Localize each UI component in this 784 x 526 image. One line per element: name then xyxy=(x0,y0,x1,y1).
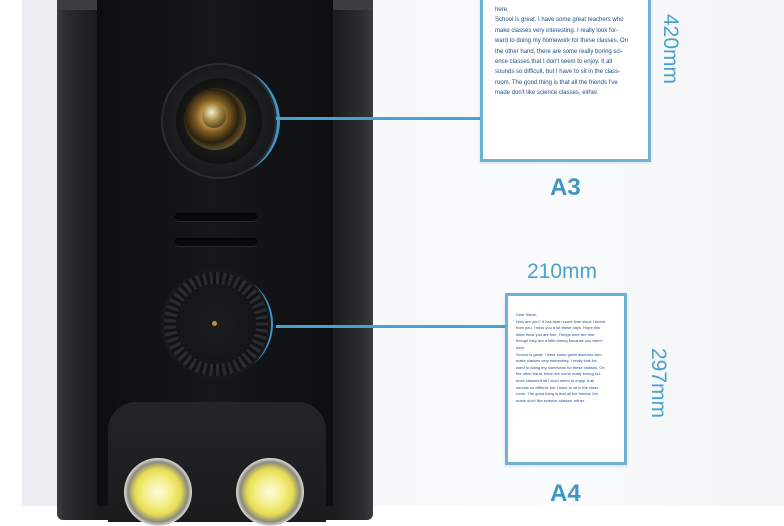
a4-text-line: make classes very interesting. I really … xyxy=(516,358,599,364)
a3-text-line: made don't like science classes, either. xyxy=(495,90,599,97)
a3-text-line: make classes very interesting. I really … xyxy=(495,27,619,34)
a3-text-line: here. xyxy=(495,7,509,13)
a3-paper: here. School is great. I have some great … xyxy=(480,0,651,162)
a3-paper-text: here. School is great. I have some great … xyxy=(495,5,636,99)
a4-text-line: How are you? It has been some time since… xyxy=(516,318,606,324)
a4-text-line: here. xyxy=(516,344,526,350)
a3-label: A3 xyxy=(550,174,581,201)
camera-lens-pupil xyxy=(202,104,226,128)
a4-width-label: 210mm xyxy=(527,260,598,283)
a4-text-line: letter finds you are fine. Things here a… xyxy=(516,331,596,337)
a4-text-line: sounds so difficult, but I have to sit i… xyxy=(516,384,600,390)
a4-text-line: ward to doing my homework for these clas… xyxy=(516,364,605,370)
connector-line-a3 xyxy=(276,117,482,120)
a4-height-label: 297mm xyxy=(647,348,670,419)
speaker-slot xyxy=(175,238,257,246)
a3-text-line: room. The good thing is that all the fri… xyxy=(495,79,618,86)
a3-text-line: School is great. I have some great teach… xyxy=(495,17,624,24)
a4-text-line: Dear Steve, xyxy=(516,312,538,317)
a4-paper: Dear Steve,How are you? It has been some… xyxy=(505,293,627,465)
a4-text-line: from you. I miss you a lot these days. H… xyxy=(516,325,601,331)
a4-text-line: made don't like science classes, either. xyxy=(516,397,586,403)
a4-label: A4 xyxy=(550,480,581,507)
led-light-right xyxy=(236,458,304,526)
a4-text-line: room. The good thing is that all the fri… xyxy=(516,391,598,397)
a3-text-line: ward to doing my homework for these clas… xyxy=(495,38,629,45)
a4-paper-text: Dear Steve,How are you? It has been some… xyxy=(516,312,616,404)
speaker-slot xyxy=(175,213,257,221)
a4-text-line: the other hand, there are some really bo… xyxy=(516,371,602,377)
a4-text-line: though they are a little boring because … xyxy=(516,338,603,344)
a4-text-line: ence classes that I don't seem to enjoy.… xyxy=(516,377,595,383)
connector-line-a4 xyxy=(276,325,507,328)
a3-text-line: ence classes that I don't seem to enjoy.… xyxy=(495,59,613,66)
a3-text-line: the other hand, there are some really bo… xyxy=(495,48,623,55)
a4-text-line: School is great. I have some great teach… xyxy=(516,351,602,357)
indicator-dot xyxy=(212,321,217,326)
a3-height-label: 420mm xyxy=(659,14,682,85)
a3-text-line: sounds so difficult, but I have to sit i… xyxy=(495,69,621,76)
led-light-left xyxy=(124,458,192,526)
